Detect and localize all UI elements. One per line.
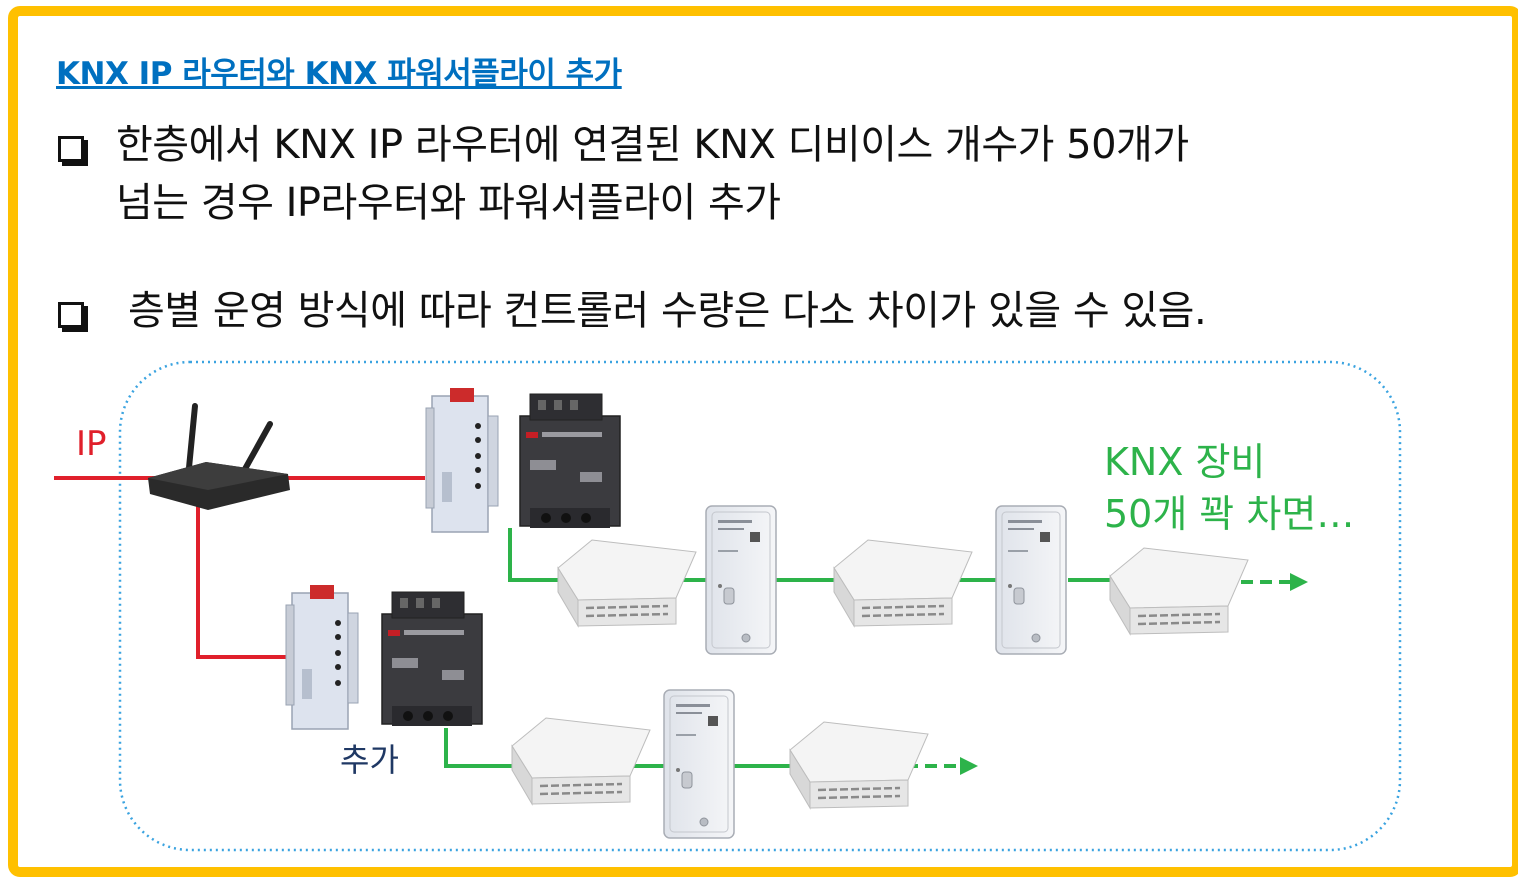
knx-controller-device: [832, 538, 974, 628]
bullet-1-line-2: 넘는 경우 IP라우터와 파워서플라이 추가: [116, 180, 781, 226]
knx-controller-device: [788, 720, 930, 810]
knx-module-device: [663, 689, 735, 839]
knx-module-device: [995, 505, 1067, 655]
ip-label: IP: [76, 424, 107, 464]
checkbox-bullet-icon: [58, 136, 84, 162]
knx-power-supply-lower: [381, 591, 483, 727]
knx-controller-device: [1108, 546, 1250, 636]
wifi-router-icon: [148, 403, 290, 510]
floor-zone-boundary: [118, 360, 1402, 852]
arrow-head-lower-icon: [960, 757, 978, 775]
knx-power-supply-upper: [519, 393, 621, 529]
add-label: 추가: [340, 741, 399, 779]
knx-capacity-note: KNX 장비 50개 꽉 차면…: [1104, 436, 1354, 540]
bullet-2-line-1: 층별 운영 방식에 따라 컨트롤러 수량은 다소 차이가 있을 수 있음.: [128, 288, 1207, 334]
checkbox-bullet-icon: [58, 302, 84, 328]
ip-network-lines: [54, 476, 425, 659]
knx-controller-device: [510, 716, 652, 806]
knx-ip-router-lower: [285, 584, 359, 730]
knx-note-line-2: 50개 꽉 차면…: [1104, 492, 1355, 536]
slide-title: KNX IP 라우터와 KNX 파워서플라이 추가: [56, 56, 622, 92]
knx-note-line-1: KNX 장비: [1104, 440, 1266, 484]
knx-bus-line-lower: [444, 728, 960, 768]
arrow-head-upper-icon: [1290, 573, 1308, 591]
knx-module-device: [705, 505, 777, 655]
knx-ip-router-upper: [425, 387, 499, 533]
bullet-1-line-1: 한층에서 KNX IP 라우터에 연결된 KNX 디비이스 개수가 50개가: [116, 122, 1189, 168]
knx-controller-device: [556, 538, 698, 628]
